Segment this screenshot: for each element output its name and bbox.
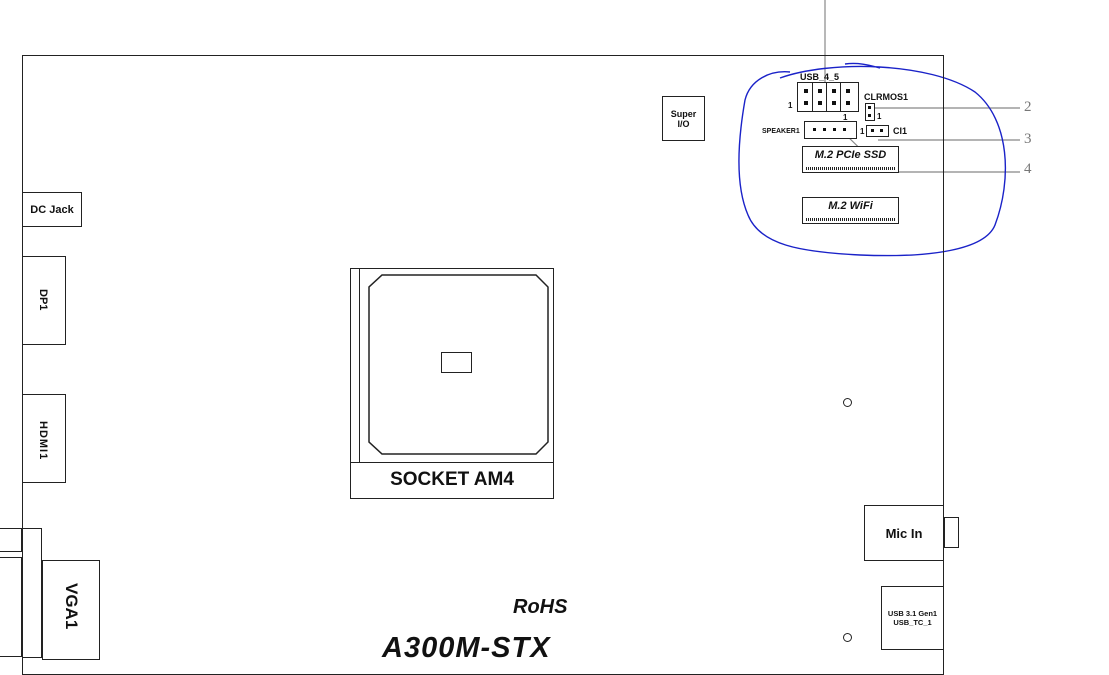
usb45-label: USB_4_5 (800, 72, 840, 82)
mounting-hole (843, 633, 852, 642)
dp-label: DP1 (37, 289, 49, 311)
speaker-pin1-label: 1 (843, 113, 848, 122)
callout-number-2: 2 (1024, 99, 1032, 115)
highlight-circle (738, 62, 1007, 257)
hdmi-port[interactable]: HDMI1 (22, 394, 66, 483)
socket-label: SOCKET AM4 (390, 469, 514, 490)
speaker-header[interactable] (804, 121, 857, 139)
mic-in-port[interactable]: Mic In (864, 505, 944, 561)
vga-bracket (0, 557, 22, 657)
hdmi-label: HDMI1 (37, 421, 49, 461)
speaker-label: SPEAKER1 (762, 128, 800, 135)
usb45-pin1-label: 1 (788, 101, 793, 110)
vga-label: VGA1 (62, 583, 81, 630)
cpu-socket-center (441, 352, 472, 373)
dp-port[interactable]: DP1 (22, 256, 66, 345)
mic-in-jack (944, 517, 959, 548)
rohs-mark: RoHS (513, 596, 568, 618)
callout-number-4: 4 (1024, 161, 1032, 177)
callout-leaders (738, 0, 1020, 257)
clrmos-jumper[interactable] (865, 103, 875, 121)
m2-ssd-label: M.2 PCIe SSD (814, 149, 887, 161)
m2-wifi-slot[interactable]: M.2 WiFi (802, 197, 899, 224)
ci-label: CI1 (893, 126, 908, 136)
model-name: A300M-STX (382, 632, 551, 664)
ci-pin1-label: 1 (860, 127, 865, 136)
vga-bracket-top (0, 528, 22, 552)
clrmos-label: CLRMOS1 (864, 92, 909, 102)
ci-header[interactable] (866, 125, 889, 137)
callout-number-3: 3 (1024, 131, 1032, 147)
mounting-hole (843, 398, 852, 407)
super-io-chip: Super I/O (662, 96, 705, 141)
usb31-port[interactable]: USB 3.1 Gen1 USB_TC_1 (881, 586, 944, 650)
m2-ssd-slot[interactable]: M.2 PCIe SSD (802, 146, 899, 173)
usb45-header[interactable] (797, 82, 859, 112)
m2-wifi-label: M.2 WiFi (828, 200, 873, 212)
vga-housing (22, 528, 42, 658)
vga-port[interactable]: VGA1 (42, 560, 100, 660)
clrmos-pin1-label: 1 (877, 112, 882, 121)
dc-jack-port[interactable]: DC Jack (22, 192, 82, 227)
